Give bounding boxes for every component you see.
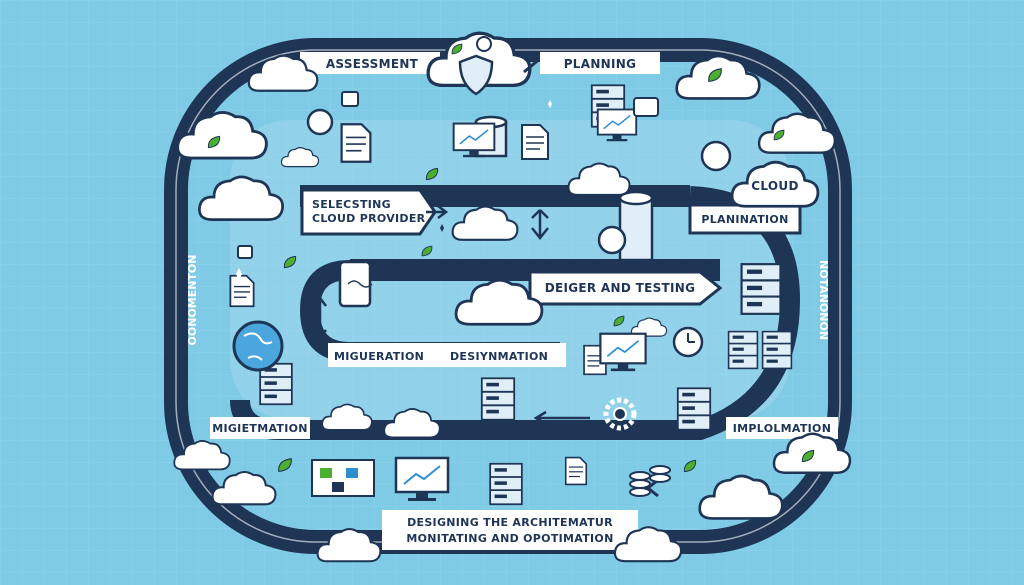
sparkle-icon: [548, 100, 552, 108]
globe-icon: [232, 320, 284, 372]
chat-bubble-icon: [341, 91, 359, 107]
clock-icon: [672, 326, 704, 358]
label-migietmation: MIGIETMATION: [212, 422, 308, 435]
arrow-icon: [523, 50, 539, 74]
label-desiynmation: DESIYNMATION: [450, 350, 548, 363]
label-migueration: MIGUERATION: [334, 350, 424, 363]
label-left-vertical: OONOMENTON: [186, 255, 199, 346]
label-assessment: ASSESSMENT: [326, 57, 419, 71]
globe-icon: [306, 108, 334, 136]
label-planination: PLANINATION: [701, 213, 788, 226]
chat-bubble-icon: [237, 245, 253, 259]
chat-bubble-icon: [633, 97, 659, 117]
server-icon: [676, 387, 712, 431]
globe-icon: [700, 140, 732, 172]
cloud-badge: CLOUD: [730, 160, 820, 208]
server-icon: [740, 262, 782, 316]
coin-stack-icon: [629, 465, 671, 497]
label-cloud: CLOUD: [751, 179, 798, 193]
label-planning: PLANNING: [564, 57, 637, 71]
arrow-icon: [531, 210, 549, 241]
database-icon: [597, 190, 654, 262]
assessment-plate: [300, 52, 440, 74]
arrow-icon: [313, 295, 327, 341]
arrow-icon: [531, 209, 549, 219]
label-right-vertical: NOTANONON: [817, 260, 830, 340]
flowchart-card: [311, 459, 375, 497]
server-icon: [489, 462, 523, 506]
label-monitating: MONITATING AND OPOTIMATION: [406, 532, 613, 545]
server-icon: [761, 330, 793, 370]
arrow-icon: [426, 205, 449, 219]
migietmation-plate: [210, 417, 310, 439]
server-icon: [727, 330, 759, 370]
label-implolmation: IMPLOLMATION: [733, 422, 831, 435]
bottom-plate: [382, 510, 638, 550]
document-icon: [229, 274, 255, 308]
migueration-plate: [328, 343, 566, 367]
label-selecting-line2: CLOUD PROVIDER: [312, 212, 426, 225]
planning-plate: [540, 52, 660, 74]
selecting-plate: [300, 188, 437, 236]
gear-icon: [476, 36, 492, 52]
label-designing: DESIGNING THE ARCHITEMATUR: [407, 516, 613, 529]
sparkle-icon: [236, 268, 242, 280]
tablet-icon: [338, 260, 373, 308]
shield-icon: [458, 54, 494, 96]
zigzag-icon: [423, 268, 465, 280]
document-icon: [340, 122, 372, 164]
label-deiger-testing: DEIGER AND TESTING: [545, 281, 696, 295]
gear-icon: [603, 397, 637, 431]
server-icon: [480, 377, 516, 421]
document-icon: [520, 123, 550, 161]
arrow-icon: [645, 478, 659, 498]
arrow-icon: [533, 410, 590, 426]
sparkle-icon: [440, 224, 444, 232]
document-icon: [564, 456, 588, 486]
label-selecting-line1: SELECSTING: [312, 198, 391, 211]
